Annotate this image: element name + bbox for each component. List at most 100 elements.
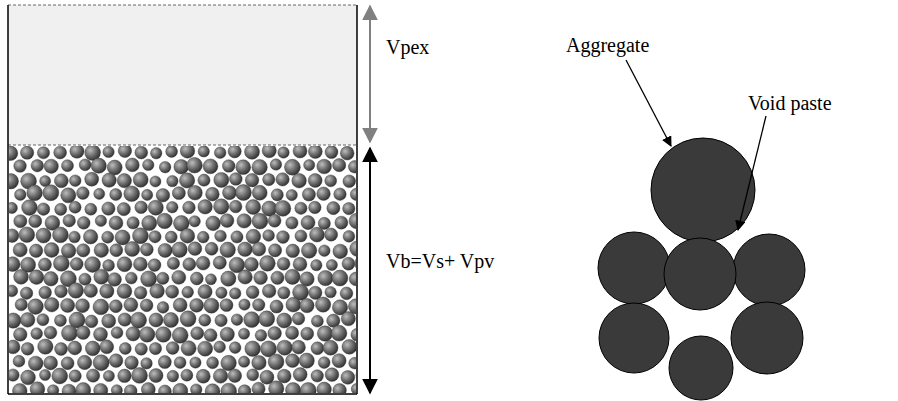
- aggregate-sphere: [151, 148, 162, 159]
- aggregate-sphere: [85, 315, 98, 328]
- aggregate-sphere: [252, 242, 266, 256]
- aggregate-sphere: [349, 272, 356, 286]
- aggregate-sphere: [304, 159, 315, 170]
- aggregate-sphere: [172, 270, 186, 284]
- aggregate-sphere: [198, 341, 213, 356]
- aggregate-sphere: [275, 200, 291, 216]
- aggregate-sphere: [325, 286, 336, 297]
- aggregate-sphere: [237, 214, 251, 228]
- aggregate-sphere: [111, 327, 123, 339]
- aggregate-sphere: [158, 385, 171, 393]
- aggregate-sphere: [69, 201, 81, 213]
- aggregate-sphere: [68, 341, 82, 355]
- aggregate-sphere: [221, 271, 236, 286]
- aggregate-sphere: [271, 189, 283, 201]
- aggregate-sphere: [292, 340, 306, 354]
- aggregate-sphere: [172, 242, 187, 257]
- aggregate-sphere: [21, 342, 34, 355]
- aggregate-sphere: [156, 189, 169, 202]
- aggregate-sphere: [44, 272, 58, 286]
- aggregate-sphere: [277, 313, 292, 328]
- aggregate-sphere: [295, 202, 307, 214]
- aggregate-sphere: [206, 216, 221, 231]
- aggregate-sphere: [293, 146, 307, 158]
- aggregate-sphere: [302, 188, 315, 201]
- aggregate-sphere: [150, 176, 161, 187]
- aggregate-sphere: [124, 298, 138, 312]
- aggregate-sphere: [215, 230, 227, 242]
- aggregate-sphere: [61, 325, 77, 341]
- aggregate-sphere: [36, 228, 51, 243]
- aggregate-sphere: [172, 187, 185, 200]
- aggregate-sphere: [135, 146, 148, 159]
- aggregate-sphere: [14, 160, 27, 173]
- aggregate-sphere: [238, 385, 251, 393]
- aggregate-sphere: [109, 300, 122, 313]
- aggregate-sphere: [108, 273, 122, 287]
- aggregate-sphere: [117, 284, 132, 299]
- aggregate-sphere: [292, 312, 305, 325]
- aggregate-sphere: [311, 370, 323, 382]
- aggregate-sphere: [333, 244, 348, 259]
- aggregate-sphere: [118, 146, 131, 158]
- aggregate-sphere: [285, 269, 300, 284]
- aggregate-sphere: [236, 160, 251, 175]
- aggregate-sphere: [141, 383, 155, 393]
- aggregate-sphere: [125, 356, 139, 370]
- aggregate-sphere: [222, 160, 235, 173]
- container-wall: [8, 393, 357, 395]
- aggregate-sphere: [277, 231, 290, 244]
- dashed-line: [8, 5, 357, 6]
- aggregate-sphere: [235, 185, 251, 201]
- aggregate-sphere: [55, 285, 68, 298]
- aggregate-sphere: [182, 286, 194, 298]
- aggregate-sphere: [126, 327, 140, 341]
- aggregate-sphere: [244, 312, 260, 328]
- aggregate-sphere: [9, 229, 19, 243]
- aggregate-sphere: [269, 381, 284, 393]
- aggregate-sphere: [343, 231, 355, 243]
- aggregate-sphere: [341, 370, 355, 384]
- aggregate-sphere: [43, 185, 59, 201]
- aggregate-sphere: [238, 270, 252, 284]
- aggregate-sphere: [220, 214, 234, 228]
- aggregate-sphere: [124, 385, 137, 393]
- aggregate-sphere: [317, 382, 331, 393]
- aggregate-sphere: [245, 341, 261, 357]
- aggregate-sphere: [325, 368, 339, 382]
- aggregate-sphere: [259, 311, 275, 327]
- aggregate-sphere: [102, 202, 115, 215]
- aggregate-sphere: [317, 159, 332, 174]
- aggregate-sphere: [85, 203, 97, 215]
- aggregate-sphere: [262, 201, 277, 216]
- aggregate-sphere: [109, 354, 123, 368]
- aggregate-sphere: [293, 257, 307, 271]
- aggregate-sphere: [84, 284, 97, 297]
- aggregate-sphere: [333, 159, 346, 172]
- aggregate-sphere: [29, 270, 44, 285]
- aggregate-sphere: [54, 174, 68, 188]
- aggregate-sphere: [221, 355, 237, 371]
- aggregate-sphere: [238, 328, 249, 339]
- aggregate-sphere: [167, 175, 178, 186]
- aggregate-sphere: [229, 200, 242, 213]
- aggregate-sphere: [214, 341, 226, 353]
- aggregate-sphere: [350, 188, 356, 200]
- aggregate-sphere: [55, 343, 68, 356]
- dimension-arrow: [369, 148, 371, 393]
- aggregate-cluster: [598, 138, 805, 400]
- aggregate-sphere: [142, 189, 153, 200]
- aggregate-sphere: [125, 242, 140, 257]
- aggregate-sphere: [181, 369, 193, 381]
- aggregate-sphere: [325, 146, 338, 159]
- excess-paste: [8, 5, 357, 145]
- container-wall: [7, 5, 9, 394]
- aggregate-sphere: [334, 188, 346, 200]
- aggregate-sphere: [14, 215, 27, 228]
- aggregate-sphere: [142, 216, 157, 231]
- aggregate-sphere: [295, 230, 307, 242]
- aggregate-sphere: [255, 330, 267, 342]
- aggregate-sphere: [102, 173, 116, 187]
- aggregate-sphere: [270, 300, 283, 313]
- aggregate-sphere: [61, 357, 74, 370]
